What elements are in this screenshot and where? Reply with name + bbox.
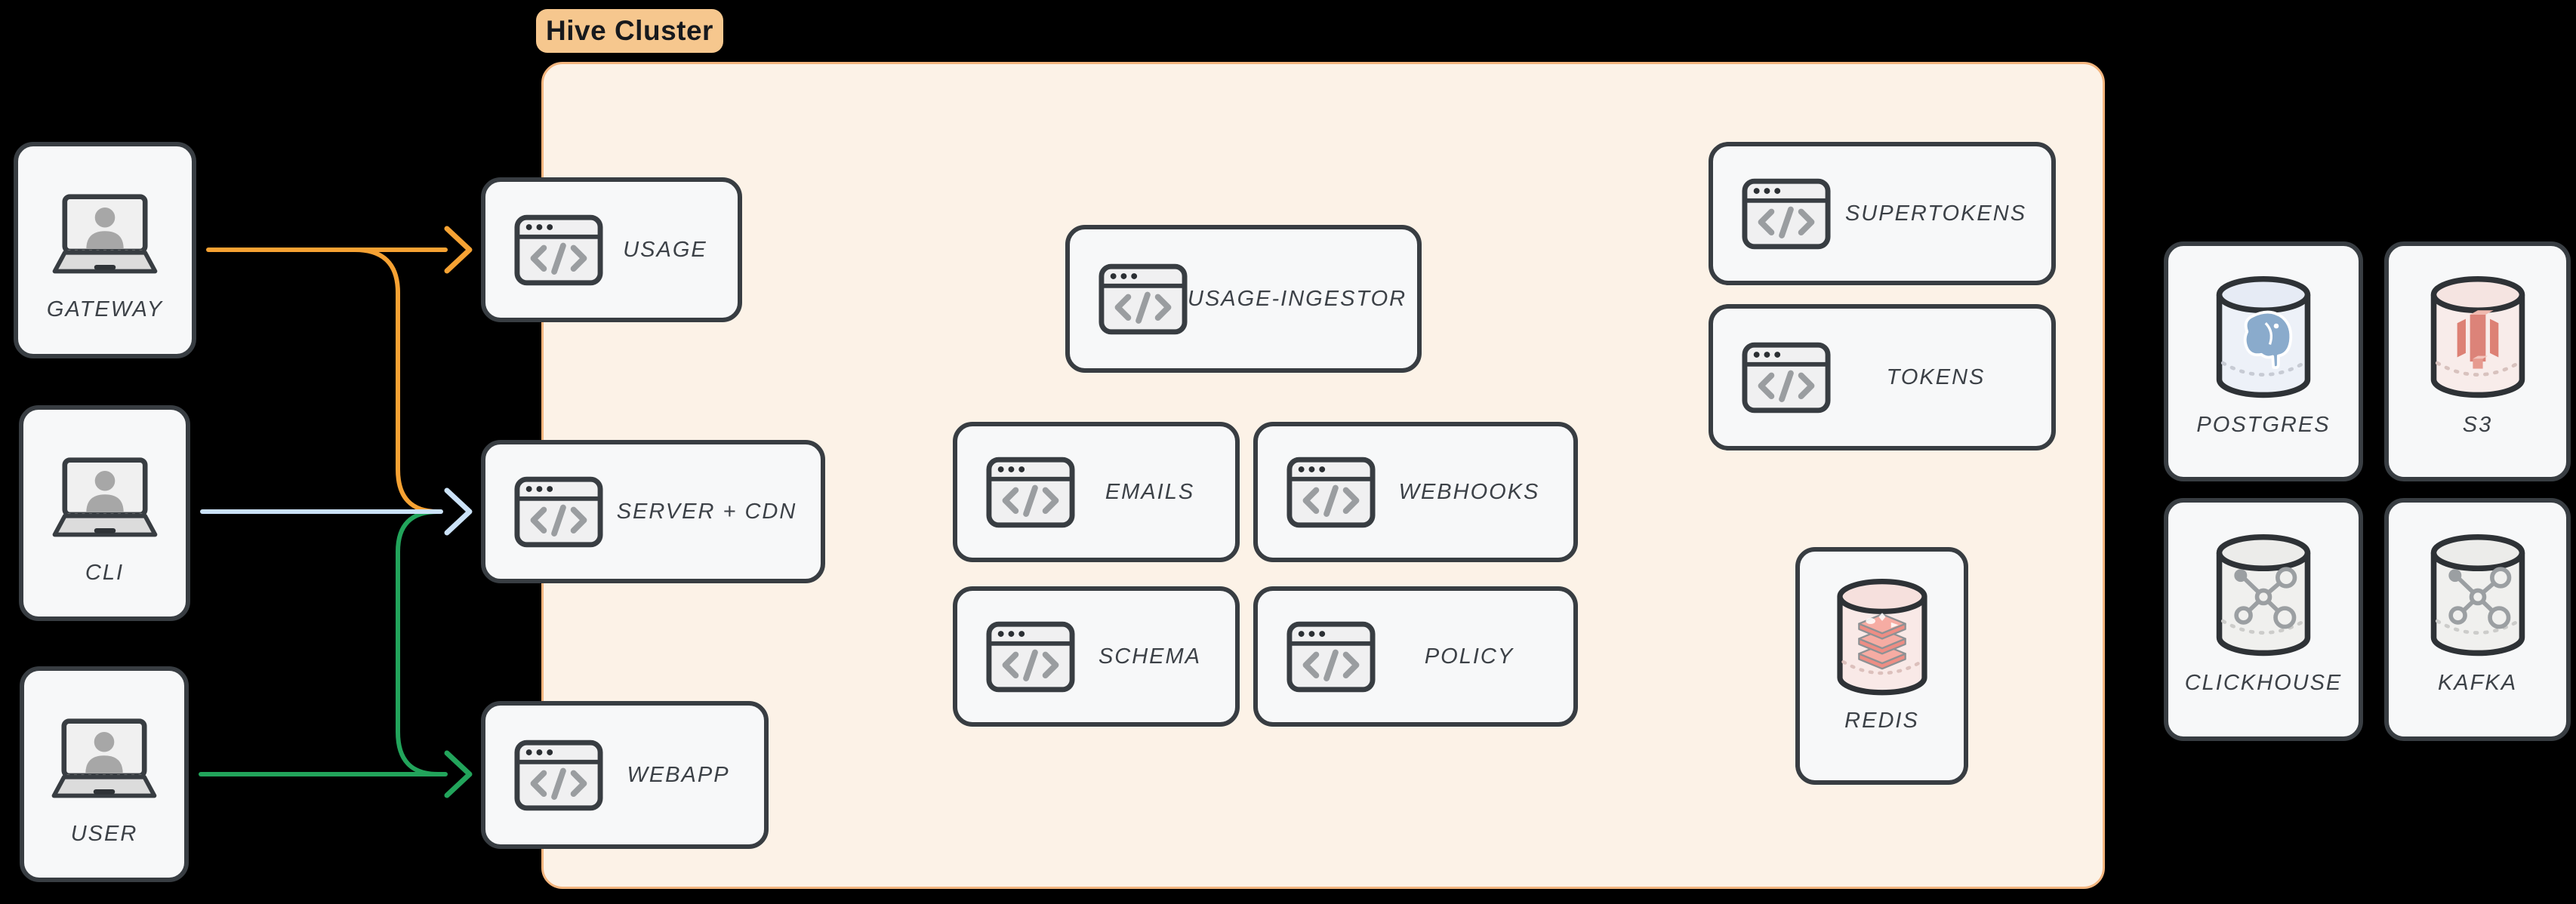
node-label: USAGE [623, 237, 707, 262]
kafka-database-icon [2423, 534, 2533, 659]
node-clickhouse[interactable]: CLICKHOUSE [2164, 498, 2363, 741]
node-label: WEBHOOKS [1398, 479, 1540, 504]
edge-user-webapp[interactable] [199, 750, 473, 798]
node-policy[interactable]: POLICY [1253, 586, 1578, 727]
node-label: EMAILS [1105, 479, 1195, 504]
code-window-icon [986, 457, 1075, 528]
node-label: USER [70, 822, 138, 846]
node-s3[interactable]: S3 [2384, 241, 2571, 481]
node-label: REDIS [1844, 709, 1919, 733]
node-label: SCHEMA [1098, 644, 1202, 669]
node-usage[interactable]: USAGE [481, 177, 742, 322]
code-window-icon [514, 214, 603, 286]
code-window-icon [1286, 457, 1376, 528]
edge-gateway-server-cdn[interactable] [353, 248, 440, 514]
node-cli[interactable]: CLI [19, 405, 190, 621]
clickhouse-database-icon [2208, 534, 2319, 659]
code-window-icon [986, 621, 1075, 693]
code-window-icon [514, 476, 603, 548]
node-usage-ingestor[interactable]: USAGE-INGESTOR [1065, 225, 1422, 373]
node-label: POSTGRES [2196, 413, 2331, 437]
node-webhooks[interactable]: WEBHOOKS [1253, 422, 1578, 562]
node-supertokens[interactable]: SUPERTOKENS [1709, 142, 2056, 285]
node-label: S3 [2462, 413, 2493, 437]
node-user[interactable]: USER [20, 666, 189, 882]
node-schema[interactable]: SCHEMA [953, 586, 1240, 727]
code-window-icon [514, 739, 603, 811]
code-window-icon [1286, 621, 1376, 693]
postgres-database-icon [2208, 276, 2319, 401]
node-label: SERVER + CDN [616, 499, 797, 524]
node-label: KAFKA [2437, 671, 2518, 695]
hive-cluster-label-pill[interactable]: Hive Cluster [536, 9, 723, 53]
edge-gateway-usage[interactable] [206, 226, 473, 274]
laptop-user-icon [48, 193, 162, 278]
code-window-icon [1742, 342, 1831, 414]
node-label: SUPERTOKENS [1844, 201, 2027, 226]
node-webapp[interactable]: WEBAPP [481, 701, 769, 849]
node-label: GATEWAY [46, 297, 164, 321]
code-window-icon [1742, 178, 1831, 250]
node-label: TOKENS [1886, 364, 1986, 389]
redis-database-icon [1829, 579, 1935, 698]
node-label: USAGE-INGESTOR [1188, 286, 1407, 311]
hive-cluster-label: Hive Cluster [546, 15, 713, 46]
s3-database-icon [2423, 276, 2533, 401]
node-redis[interactable]: REDIS [1795, 547, 1968, 785]
node-gateway[interactable]: GATEWAY [14, 142, 196, 358]
node-label: CLI [85, 561, 125, 585]
laptop-user-icon [48, 457, 162, 541]
edge-cli-server-cdn[interactable] [200, 487, 473, 536]
node-postgres[interactable]: POSTGRES [2164, 241, 2363, 481]
node-tokens[interactable]: TOKENS [1709, 304, 2056, 450]
node-emails[interactable]: EMAILS [953, 422, 1240, 562]
node-label: POLICY [1424, 644, 1514, 669]
edge-user-server-cdn[interactable] [396, 509, 440, 776]
code-window-icon [1098, 263, 1188, 335]
node-label: WEBAPP [627, 762, 730, 787]
node-server-cdn[interactable]: SERVER + CDN [481, 440, 825, 583]
laptop-user-icon [47, 718, 162, 802]
node-kafka[interactable]: KAFKA [2384, 498, 2571, 741]
node-label: CLICKHOUSE [2184, 671, 2343, 695]
